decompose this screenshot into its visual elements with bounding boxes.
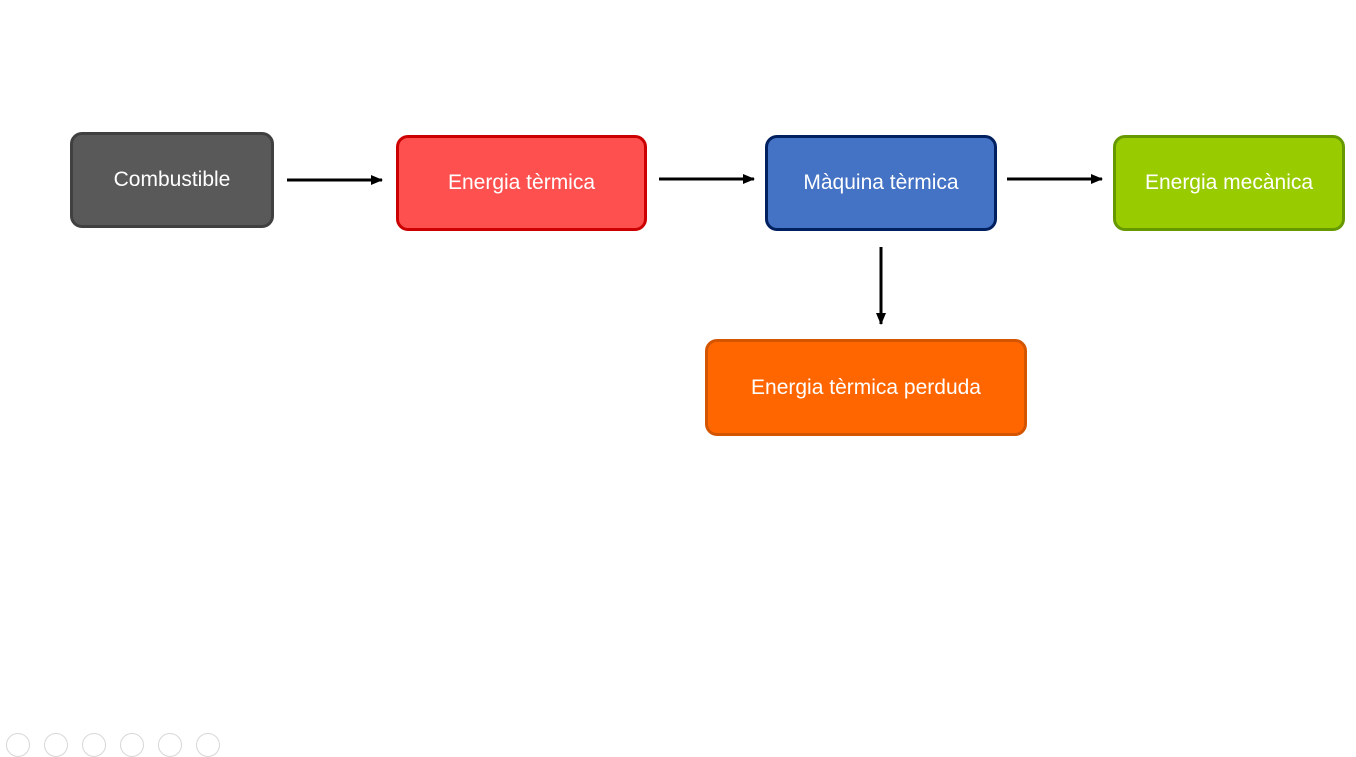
node-energia-termica-perduda: Energia tèrmica perduda <box>705 339 1027 436</box>
slide-nav-button[interactable] <box>44 733 68 757</box>
slide-nav-button[interactable] <box>158 733 182 757</box>
slide-nav-button[interactable] <box>6 733 30 757</box>
node-energia-mecanica-label: Energia mecànica <box>1144 171 1314 194</box>
node-energia-termica: Energia tèrmica <box>396 135 647 231</box>
slide-nav-button[interactable] <box>196 733 220 757</box>
diagram-arrows <box>287 174 1103 325</box>
node-maquina-termica-label: Màquina tèrmica <box>803 171 959 194</box>
node-energia-termica-label: Energia tèrmica <box>447 171 596 194</box>
slide-nav-controls <box>6 733 220 757</box>
node-energia-termica-perduda-label: Energia tèrmica perduda <box>751 375 981 399</box>
node-maquina-termica: Màquina tèrmica <box>765 135 997 231</box>
slide-nav-button[interactable] <box>82 733 106 757</box>
node-combustible-label: Combustible <box>113 168 231 191</box>
slide-nav-button[interactable] <box>120 733 144 757</box>
node-combustible: Combustible <box>70 132 274 228</box>
node-energia-mecanica: Energia mecànica <box>1113 135 1345 231</box>
